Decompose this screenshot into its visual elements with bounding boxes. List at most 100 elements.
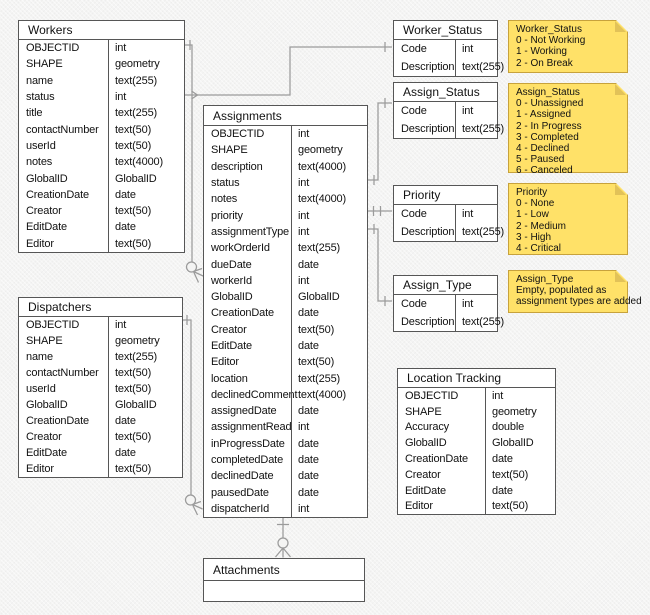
field-type: date [485, 482, 555, 499]
note-line: 2 - Medium [516, 220, 567, 232]
edge-assignments-assignstatus [368, 102, 392, 181]
field-type: int [291, 223, 367, 241]
field-name: CreationDate [211, 307, 275, 320]
field-type: text(50) [485, 466, 555, 483]
edge-tick [373, 98, 386, 185]
table-row: SHAPE geometry [19, 333, 182, 349]
edge-assignments-assigntype [368, 228, 392, 302]
note-fold-icon [615, 184, 626, 195]
edge-tick [372, 206, 382, 216]
field-name: Code [401, 105, 427, 117]
field-type: text(50) [108, 121, 184, 138]
table-title: Dispatchers [19, 298, 182, 317]
note-line: 2 - In Progress [516, 120, 582, 132]
field-name: description [211, 160, 263, 173]
field-type: GlobalID [485, 435, 555, 452]
field-type: text(50) [108, 235, 184, 252]
field-name: Code [401, 43, 427, 55]
field-name: status [26, 91, 55, 104]
field-type: geometry [108, 333, 182, 349]
field-type: text(255) [455, 120, 504, 138]
field-type: date [291, 337, 367, 355]
field-type: text(255) [291, 240, 367, 257]
field-type: geometry [108, 56, 184, 73]
field-type: text(50) [108, 137, 184, 155]
field-name: GlobalID [405, 437, 447, 450]
field-name: EditDate [26, 221, 67, 234]
field-name: workerId [211, 274, 252, 287]
field-type: text(4000) [108, 154, 184, 171]
field-name: Creator [211, 323, 247, 336]
table-title: Priority [394, 186, 497, 205]
field-type: int [485, 388, 555, 404]
field-name: declinedDate [211, 470, 274, 483]
table-title: Assign_Status [394, 83, 497, 102]
edge-crowfoot [275, 547, 291, 558]
field-name: contactNumber [26, 123, 99, 136]
field-type: text(255) [108, 105, 184, 122]
field-name: SHAPE [211, 144, 248, 157]
field-name: GlobalID [26, 399, 68, 411]
field-type: text(4000) [291, 158, 367, 175]
field-type: date [108, 413, 182, 429]
field-type: int [455, 40, 497, 58]
edge-crowfoot [192, 267, 204, 283]
edge-zero-circle [277, 537, 289, 549]
note-line: 4 - Declined [516, 142, 570, 154]
note-line: Priority [516, 187, 548, 198]
field-type: int [108, 88, 184, 106]
field-name: CreationDate [405, 453, 469, 466]
note-line: Worker_Status [516, 24, 582, 35]
table-attachments[interactable]: Attachments [203, 558, 365, 602]
field-type: date [291, 305, 367, 322]
field-name: SHAPE [26, 335, 63, 347]
field-type: text(50) [108, 365, 182, 381]
field-name: Description [401, 61, 455, 73]
field-name: Code [401, 208, 427, 220]
table-row: GlobalID GlobalID [398, 435, 555, 452]
note-line: 4 - Critical [516, 242, 562, 254]
